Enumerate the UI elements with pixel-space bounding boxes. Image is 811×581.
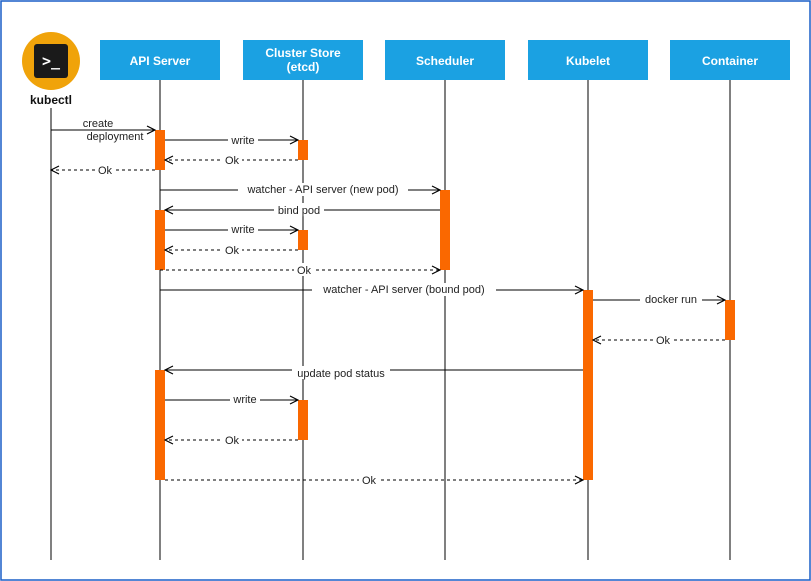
message-label: create <box>83 118 114 130</box>
message-label: update pod status <box>297 368 385 380</box>
participant-kubelet-label: Kubelet <box>566 54 610 68</box>
participant-cluster-store-box <box>243 40 363 80</box>
message-label: Ok <box>225 155 240 167</box>
message-label: watcher - API server (bound pod) <box>322 284 484 296</box>
participant-api-server-box <box>100 40 220 80</box>
message-label: write <box>232 394 256 406</box>
message-label: Ok <box>98 165 113 177</box>
message-label: write <box>230 224 254 236</box>
message-label: Ok <box>297 265 312 277</box>
lifelines <box>50 80 731 560</box>
activation-scheduler <box>440 190 450 270</box>
message-label: bind pod <box>278 205 320 217</box>
activation-api-2 <box>155 210 165 270</box>
participant-container-box <box>670 40 790 80</box>
activation-bars <box>155 130 735 480</box>
message-label: watcher - API server (new pod) <box>246 184 398 196</box>
activation-api-1 <box>155 130 165 170</box>
message-label: Ok <box>656 335 671 347</box>
message-label: deployment <box>87 131 144 143</box>
actor-kubectl: >_ kubectl <box>22 32 80 107</box>
participant-headers: API Server Cluster Store (etcd) Schedule… <box>100 40 790 80</box>
activation-container <box>725 300 735 340</box>
terminal-glyph: >_ <box>42 52 61 70</box>
message-label: write <box>230 135 254 147</box>
participant-scheduler-box <box>385 40 505 80</box>
participant-cluster-store-sublabel: (etcd) <box>287 60 320 74</box>
activation-etcd-1 <box>298 140 308 160</box>
participant-container-label: Container <box>702 54 758 68</box>
activation-etcd-2 <box>298 230 308 250</box>
message-label: docker run <box>645 294 697 306</box>
participant-api-server-label: API Server <box>130 54 191 68</box>
participant-kubelet-box <box>528 40 648 80</box>
participant-scheduler-label: Scheduler <box>416 54 474 68</box>
actor-label: kubectl <box>30 93 72 107</box>
activation-etcd-3 <box>298 400 308 440</box>
participant-cluster-store-label: Cluster Store <box>265 46 341 60</box>
messages: create deployment write Ok Ok watcher - … <box>51 118 725 487</box>
activation-api-3 <box>155 370 165 480</box>
terminal-prompt-icon <box>34 44 68 78</box>
message-label: Ok <box>362 475 377 487</box>
message-label: Ok <box>225 435 240 447</box>
message-label: Ok <box>225 245 240 257</box>
activation-kubelet <box>583 290 593 480</box>
